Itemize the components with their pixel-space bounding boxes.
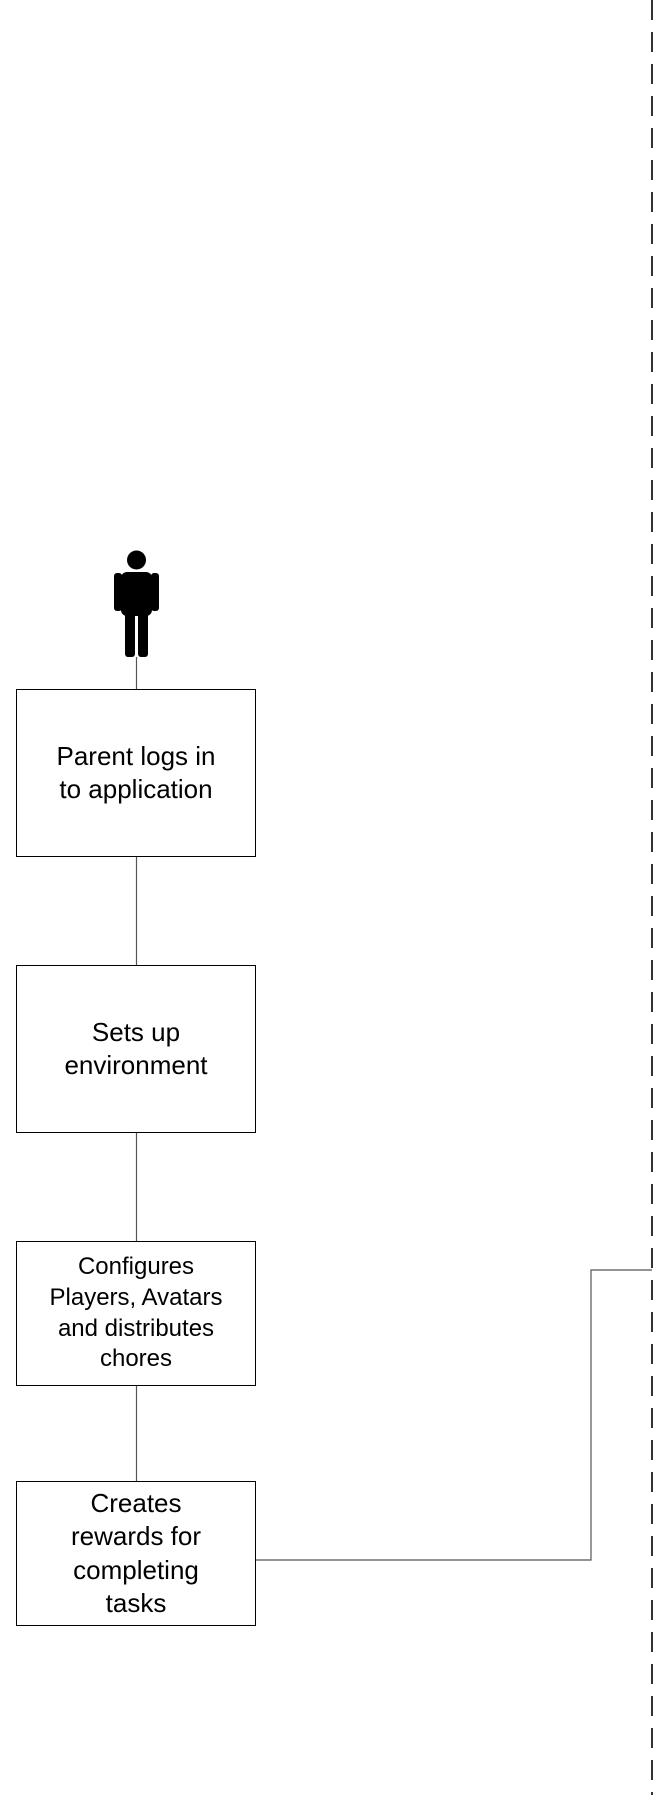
connector-rewards-lifeline (256, 1269, 652, 1561)
person-icon (114, 550, 159, 657)
step-box-create-rewards: Creates rewards for completing tasks (16, 1481, 256, 1626)
step-box-setup-environment: Sets up environment (16, 965, 256, 1133)
step-box-configure-players: Configures Players, Avatars and distribu… (16, 1241, 256, 1386)
step-box-parent-login: Parent logs in to application (16, 689, 256, 857)
